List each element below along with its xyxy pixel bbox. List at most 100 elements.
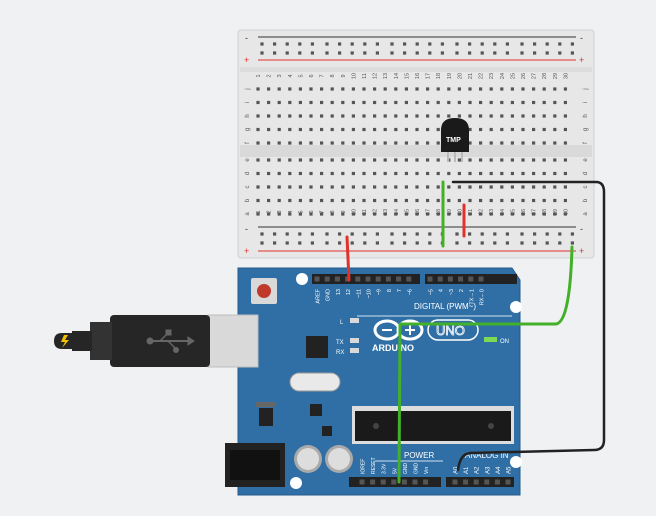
breadboard-hole[interactable] [277, 100, 281, 105]
breadboard-hole[interactable] [256, 198, 260, 203]
breadboard-hole[interactable] [404, 87, 408, 91]
rail-hole[interactable] [390, 241, 394, 245]
breadboard-hole[interactable] [489, 127, 493, 132]
breadboard-hole[interactable] [267, 212, 271, 216]
rail-hole[interactable] [298, 51, 302, 55]
breadboard-hole[interactable] [468, 87, 472, 91]
breadboard-hole[interactable] [447, 100, 451, 105]
rail-hole[interactable] [273, 232, 277, 236]
breadboard-hole[interactable] [288, 158, 292, 162]
breadboard-hole[interactable] [267, 185, 271, 189]
breadboard-hole[interactable] [510, 212, 514, 216]
rail-hole[interactable] [415, 42, 419, 46]
breadboard-hole[interactable] [373, 87, 377, 91]
breadboard-hole[interactable] [383, 158, 387, 162]
breadboard-hole[interactable] [373, 127, 377, 132]
breadboard-hole[interactable] [298, 114, 302, 118]
breadboard-hole[interactable] [288, 100, 292, 105]
breadboard-hole[interactable] [468, 158, 472, 162]
breadboard-hole[interactable] [436, 114, 440, 118]
breadboard-hole[interactable] [320, 87, 324, 91]
rail-hole[interactable] [310, 51, 314, 55]
breadboard-hole[interactable] [415, 198, 419, 203]
breadboard-hole[interactable] [468, 141, 472, 145]
breadboard-hole[interactable] [436, 100, 440, 105]
breadboard-hole[interactable] [521, 127, 525, 132]
breadboard-hole[interactable] [500, 212, 504, 216]
breadboard-hole[interactable] [436, 185, 440, 189]
breadboard-hole[interactable] [341, 100, 345, 105]
breadboard-hole[interactable] [362, 141, 366, 145]
breadboard-hole[interactable] [330, 171, 334, 176]
breadboard-hole[interactable] [309, 171, 313, 176]
breadboard-hole[interactable] [489, 212, 493, 216]
breadboard-hole[interactable] [521, 171, 525, 176]
breadboard-hole[interactable] [362, 158, 366, 162]
green-wire-gnd[interactable] [397, 245, 574, 484]
rail-hole[interactable] [545, 232, 549, 236]
breadboard-hole[interactable] [457, 171, 461, 176]
rail-hole[interactable] [375, 42, 379, 46]
breadboard-hole[interactable] [351, 100, 355, 105]
breadboard-hole[interactable] [330, 141, 334, 145]
breadboard-hole[interactable] [341, 171, 345, 176]
rail-hole[interactable] [415, 241, 419, 245]
breadboard-hole[interactable] [563, 171, 567, 176]
rail-hole[interactable] [363, 51, 367, 55]
breadboard-hole[interactable] [330, 185, 334, 189]
breadboard-hole[interactable] [542, 87, 546, 91]
rail-hole[interactable] [455, 51, 459, 55]
power-pin[interactable] [412, 479, 418, 485]
breadboard-hole[interactable] [351, 158, 355, 162]
breadboard-hole[interactable] [553, 100, 557, 105]
breadboard-hole[interactable] [479, 100, 483, 105]
breadboard-hole[interactable] [330, 100, 334, 105]
digital-pin[interactable] [375, 276, 381, 282]
breadboard-hole[interactable] [330, 87, 334, 91]
breadboard-hole[interactable] [563, 185, 567, 189]
breadboard-hole[interactable] [436, 171, 440, 176]
breadboard-hole[interactable] [415, 141, 419, 145]
rail-hole[interactable] [310, 241, 314, 245]
rail-hole[interactable] [570, 42, 574, 46]
breadboard-hole[interactable] [521, 87, 525, 91]
breadboard-hole[interactable] [479, 198, 483, 203]
breadboard-hole[interactable] [404, 114, 408, 118]
breadboard-hole[interactable] [532, 198, 536, 203]
usb-cable[interactable] [54, 314, 259, 368]
breadboard-hole[interactable] [298, 87, 302, 91]
breadboard-hole[interactable] [373, 158, 377, 162]
breadboard-hole[interactable] [500, 158, 504, 162]
rail-hole[interactable] [310, 42, 314, 46]
breadboard-hole[interactable] [404, 158, 408, 162]
power-pin[interactable] [359, 479, 365, 485]
rail-hole[interactable] [363, 42, 367, 46]
rail-hole[interactable] [505, 51, 509, 55]
analog-pin[interactable] [452, 479, 458, 485]
breadboard-hole[interactable] [373, 100, 377, 105]
breadboard-hole[interactable] [256, 127, 260, 132]
breadboard-hole[interactable] [298, 100, 302, 105]
rail-hole[interactable] [298, 42, 302, 46]
breadboard-hole[interactable] [383, 171, 387, 176]
breadboard-hole[interactable] [542, 158, 546, 162]
breadboard-hole[interactable] [521, 100, 525, 105]
rail-hole[interactable] [533, 42, 537, 46]
rail-hole[interactable] [403, 42, 407, 46]
breadboard-hole[interactable] [415, 158, 419, 162]
reset-button-cap[interactable] [257, 284, 271, 298]
breadboard-hole[interactable] [489, 141, 493, 145]
rail-hole[interactable] [375, 51, 379, 55]
rail-hole[interactable] [338, 241, 342, 245]
breadboard-hole[interactable] [288, 141, 292, 145]
rail-hole[interactable] [363, 241, 367, 245]
digital-pin[interactable] [355, 276, 361, 282]
rail-hole[interactable] [428, 51, 432, 55]
breadboard-hole[interactable] [277, 114, 281, 118]
breadboard-hole[interactable] [489, 100, 493, 105]
breadboard-hole[interactable] [500, 185, 504, 189]
breadboard-hole[interactable] [288, 171, 292, 176]
breadboard-hole[interactable] [362, 87, 366, 91]
breadboard-hole[interactable] [320, 185, 324, 189]
rail-hole[interactable] [558, 51, 562, 55]
